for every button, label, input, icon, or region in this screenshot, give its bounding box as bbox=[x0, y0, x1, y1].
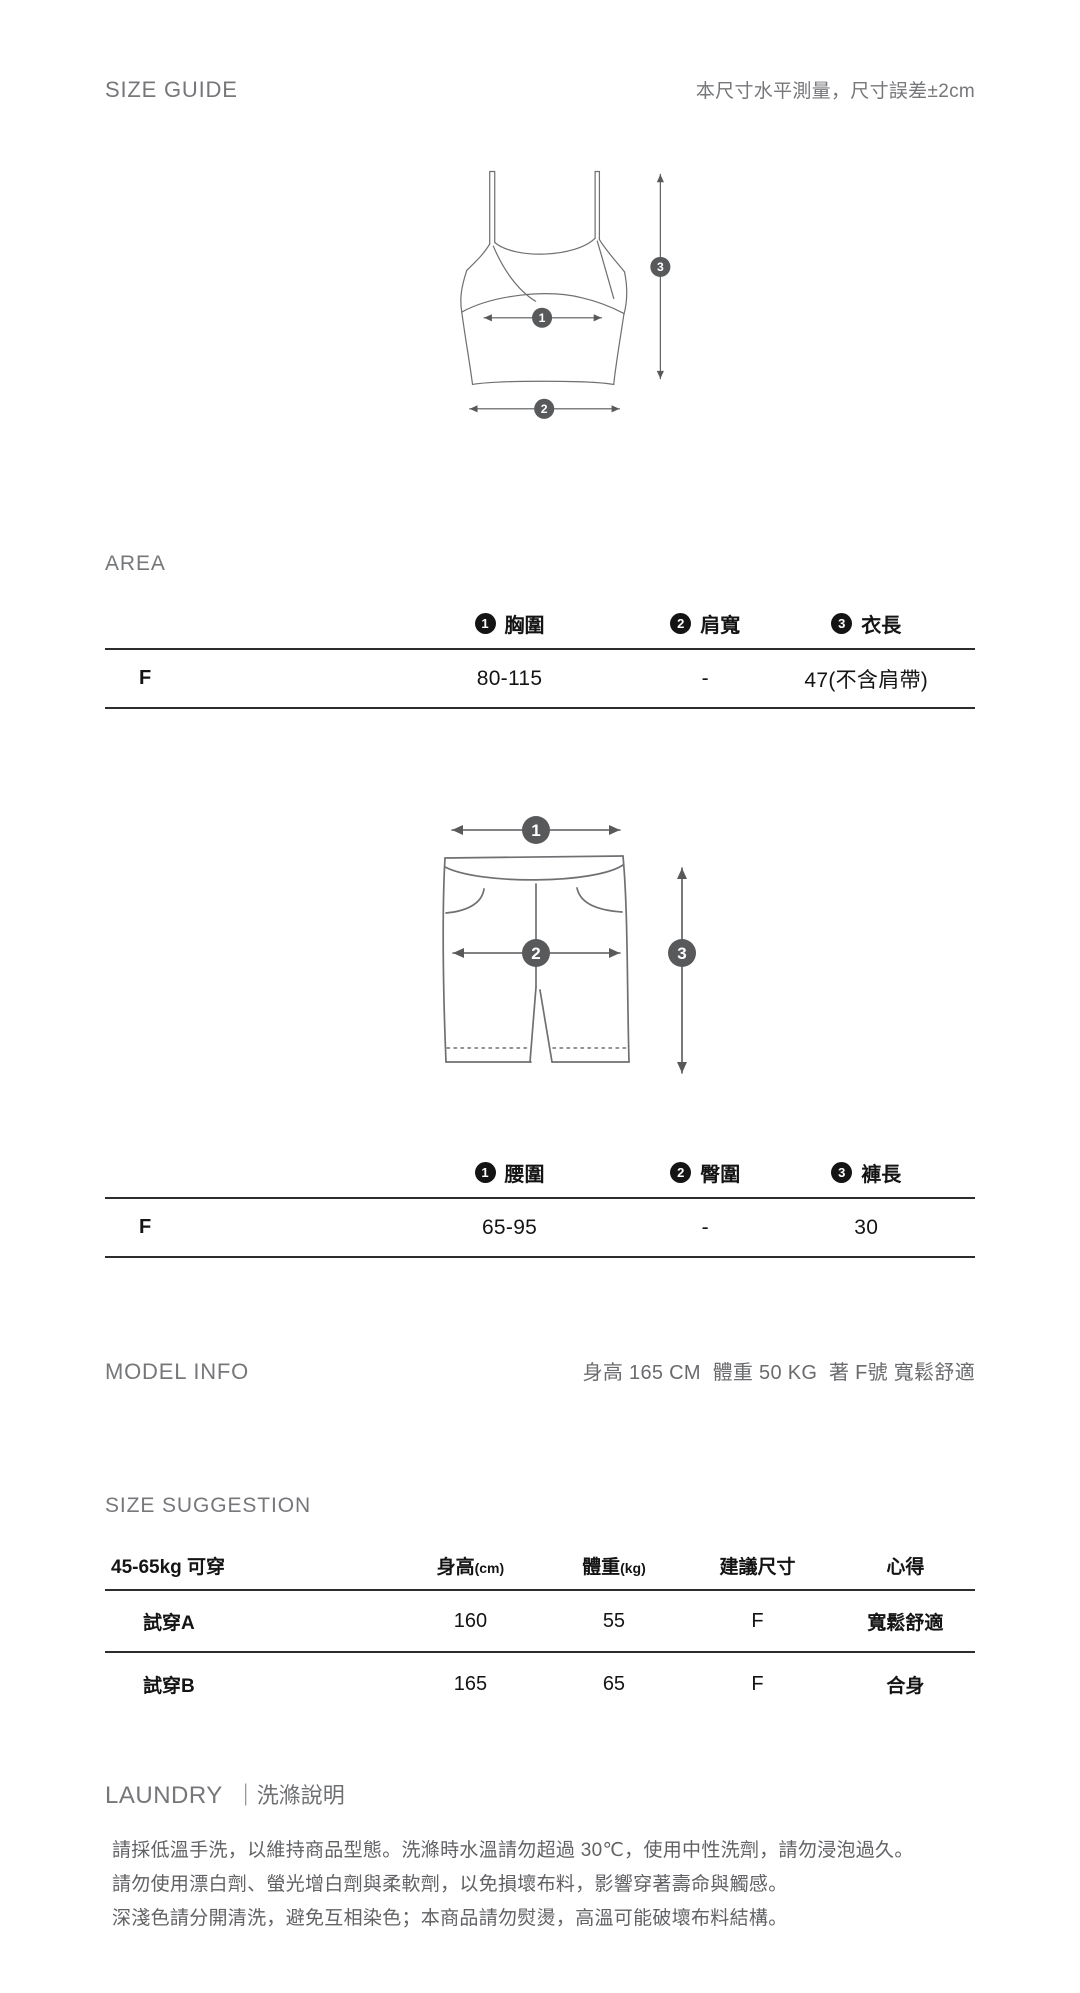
waist-marker-number: 1 bbox=[531, 821, 540, 840]
circled-number-1-icon: 1 bbox=[474, 612, 496, 634]
pant-length-marker-number: 3 bbox=[677, 944, 686, 963]
length-marker-badge bbox=[650, 256, 671, 277]
bottom-table-header-row: 1 腰圍 2 臀圍 3 褲長 bbox=[105, 1147, 975, 1199]
tester-height: 160 bbox=[453, 1609, 488, 1632]
hem-marker-badge bbox=[534, 398, 555, 419]
top-table-header-row: 1 胸圍 2 肩寬 3 衣長 bbox=[105, 598, 975, 650]
laundry-heading-en: LAUNDRY bbox=[105, 1782, 223, 1809]
model-info-heading: MODEL INFO bbox=[105, 1359, 250, 1384]
header-garment-length-label: 衣長 bbox=[861, 614, 902, 637]
header-height-label: 身高 bbox=[436, 1556, 475, 1578]
bust-measure-arrow: 1 bbox=[483, 307, 603, 328]
tester-size: F bbox=[751, 1609, 764, 1632]
suggestion-row-b: 試穿B 165 65 F 合身 bbox=[105, 1653, 975, 1715]
tester-feedback: 合身 bbox=[886, 1675, 925, 1697]
size-suggestion-table: 45-65kg 可穿 身高(cm) 體重(kg) 建議尺寸 心得 試穿A 160… bbox=[105, 1541, 975, 1715]
tester-size: F bbox=[751, 1672, 764, 1695]
hem-measure-arrow: 2 bbox=[469, 398, 621, 419]
pant-length-marker-badge bbox=[668, 939, 696, 967]
circled-number-2-icon: 2 bbox=[670, 612, 692, 634]
tester-weight: 65 bbox=[602, 1672, 626, 1695]
pant-length-measure-arrow: 3 bbox=[668, 867, 696, 1074]
circled-number-2-icon: 2 bbox=[670, 1161, 692, 1183]
laundry-instruction-line: 深淺色請分開清洗，避免互相染色；本商品請勿熨燙，高溫可能破壞布料結構。 bbox=[112, 1908, 788, 1929]
header-hip: 2 臀圍 bbox=[653, 1158, 757, 1187]
laundry-instructions: 請採低溫手洗，以維持商品型態。洗滌時水溫請勿超過 30℃，使用中性洗劑，請勿浸泡… bbox=[112, 1834, 980, 1936]
waist-value: 65-95 bbox=[481, 1215, 538, 1239]
shorts-diagram: 1 2 3 bbox=[442, 816, 696, 1074]
camisole-diagram: 1 2 3 bbox=[460, 170, 671, 419]
model-info-section: MODEL INFO 身高 165 CM 體重 50 KG 著 F號 寬鬆舒適 bbox=[105, 1356, 975, 1385]
header-weight-unit: (kg) bbox=[620, 1559, 646, 1576]
laundry-section-heading: LAUNDRY ｜洗滌說明 bbox=[105, 1778, 345, 1810]
tester-feedback: 寬鬆舒適 bbox=[867, 1612, 944, 1634]
header-hip-label: 臀圍 bbox=[700, 1163, 741, 1186]
suggestion-row-a: 試穿A 160 55 F 寬鬆舒適 bbox=[105, 1591, 975, 1653]
hip-marker-number: 2 bbox=[531, 944, 540, 963]
header-height: 身高(cm) bbox=[392, 1552, 549, 1579]
hip-measure-arrow: 2 bbox=[452, 939, 621, 967]
header-shoulder: 2 肩寬 bbox=[653, 609, 757, 638]
laundry-instruction-line: 請採低溫手洗，以維持商品型態。洗滌時水溫請勿超過 30℃，使用中性洗劑，請勿浸泡… bbox=[112, 1840, 914, 1861]
length-measure-arrow: 3 bbox=[650, 173, 671, 380]
tester-weight: 55 bbox=[602, 1609, 626, 1632]
header-waist: 1 腰圍 bbox=[366, 1158, 653, 1187]
header-bust: 1 胸圍 bbox=[366, 609, 653, 638]
header-weight-label: 體重 bbox=[582, 1556, 621, 1578]
tester-height: 165 bbox=[453, 1672, 488, 1695]
size-label: F bbox=[139, 1216, 152, 1238]
model-info-details: 身高 165 CM 體重 50 KG 著 F號 寬鬆舒適 bbox=[582, 1362, 975, 1384]
hip-marker-badge bbox=[522, 939, 550, 967]
header-garment-length: 3 衣長 bbox=[757, 609, 975, 638]
laundry-heading-zh: ｜洗滌說明 bbox=[234, 1783, 345, 1808]
top-table-size-row: F 80-115 - 47(不含肩帶) bbox=[105, 650, 975, 709]
size-label: F bbox=[139, 667, 152, 689]
header-waist-label: 腰圍 bbox=[504, 1163, 545, 1186]
camisole-outline bbox=[460, 170, 628, 386]
pant-length-value: 30 bbox=[854, 1215, 879, 1239]
shoulder-value: - bbox=[701, 666, 709, 690]
bottom-measurement-table: 1 腰圍 2 臀圍 3 褲長 F 65-95 - 30 bbox=[105, 1147, 975, 1258]
hip-value: - bbox=[701, 1215, 709, 1239]
page-header: SIZE GUIDE 本尺寸水平測量，尺寸誤差±2cm bbox=[105, 76, 975, 103]
header-pant-length-label: 褲長 bbox=[861, 1163, 902, 1186]
tester-name: 試穿B bbox=[143, 1675, 195, 1697]
laundry-instruction-line: 請勿使用漂白劑、螢光增白劑與柔軟劑，以免損壞布料，影響穿著壽命與觸感。 bbox=[112, 1874, 788, 1895]
header-fit-range: 45-65kg 可穿 bbox=[111, 1556, 226, 1578]
hem-marker-number: 2 bbox=[541, 402, 548, 416]
header-suggested-size: 建議尺寸 bbox=[719, 1556, 796, 1578]
top-measurement-table: 1 胸圍 2 肩寬 3 衣長 F 80-115 - 47(不含肩帶) bbox=[105, 598, 975, 709]
garment-length-value: 47(不含肩帶) bbox=[804, 668, 929, 692]
waist-marker-badge bbox=[522, 816, 550, 844]
page-title: SIZE GUIDE bbox=[105, 77, 238, 102]
waist-measure-arrow: 1 bbox=[451, 816, 621, 844]
shorts-outline bbox=[442, 855, 630, 1063]
bust-value: 80-115 bbox=[476, 666, 543, 690]
circled-number-3-icon: 3 bbox=[831, 612, 853, 634]
measurement-tolerance-note: 本尺寸水平測量，尺寸誤差±2cm bbox=[695, 81, 975, 102]
bottom-table-size-row: F 65-95 - 30 bbox=[105, 1199, 975, 1258]
length-marker-number: 3 bbox=[657, 260, 664, 274]
header-weight: 體重(kg) bbox=[549, 1552, 680, 1579]
header-height-unit: (cm) bbox=[474, 1559, 505, 1576]
suggestion-header-row: 45-65kg 可穿 身高(cm) 體重(kg) 建議尺寸 心得 bbox=[105, 1541, 975, 1591]
bust-marker-number: 1 bbox=[539, 311, 546, 325]
tester-name: 試穿A bbox=[143, 1612, 195, 1634]
header-pant-length: 3 褲長 bbox=[757, 1158, 975, 1187]
size-suggestion-heading: SIZE SUGGESTION bbox=[105, 1494, 312, 1517]
area-section-heading: AREA bbox=[105, 552, 166, 575]
circled-number-3-icon: 3 bbox=[831, 1161, 853, 1183]
header-bust-label: 胸圍 bbox=[504, 614, 545, 637]
header-shoulder-label: 肩寬 bbox=[700, 614, 741, 637]
bust-marker-badge bbox=[532, 307, 553, 328]
header-feedback: 心得 bbox=[886, 1556, 925, 1578]
circled-number-1-icon: 1 bbox=[474, 1161, 496, 1183]
